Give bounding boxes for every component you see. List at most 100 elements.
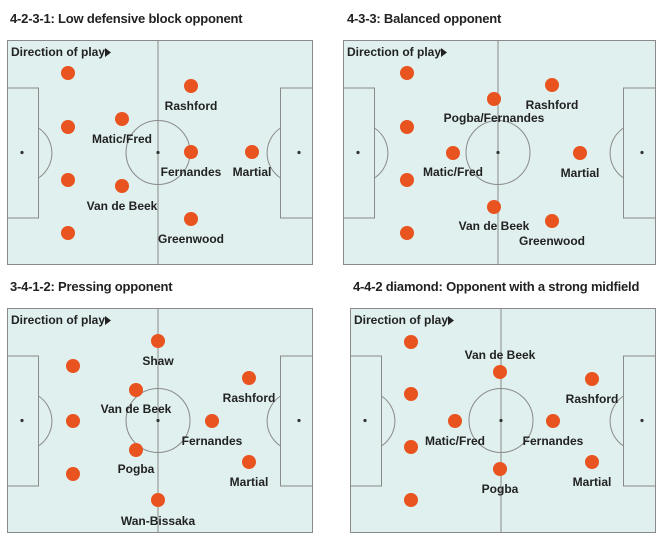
player-name-label: Greenwood bbox=[158, 232, 224, 246]
player-marker bbox=[205, 414, 219, 428]
player-marker bbox=[585, 455, 599, 469]
player-marker bbox=[404, 440, 418, 454]
pitch-background bbox=[7, 40, 313, 265]
panel-title-1: 4-2-3-1: Low defensive block opponent bbox=[10, 11, 243, 26]
player-marker bbox=[400, 173, 414, 187]
player-marker bbox=[400, 66, 414, 80]
player-marker bbox=[66, 467, 80, 481]
player-name-label: Rashford bbox=[526, 98, 579, 112]
penalty-area-left bbox=[7, 355, 39, 487]
player-marker bbox=[115, 112, 129, 126]
player-name-label: Van de Beek bbox=[87, 199, 158, 213]
player-marker bbox=[446, 146, 460, 160]
player-name-label: Fernandes bbox=[523, 434, 584, 448]
penalty-spot-right bbox=[640, 150, 644, 155]
centre-circle bbox=[468, 388, 534, 453]
player-marker bbox=[404, 387, 418, 401]
direction-of-play-label: Direction of play bbox=[347, 45, 441, 59]
player-marker bbox=[61, 226, 75, 240]
direction-arrow-icon bbox=[448, 316, 454, 325]
centre-spot bbox=[156, 418, 160, 423]
player-name-label: Fernandes bbox=[161, 165, 222, 179]
centre-spot bbox=[499, 418, 503, 423]
player-marker bbox=[404, 493, 418, 507]
player-marker bbox=[545, 78, 559, 92]
panel-title-2: 4-3-3: Balanced opponent bbox=[347, 11, 502, 26]
penalty-arc-left bbox=[381, 395, 396, 447]
player-name-label: Matic/Fred bbox=[92, 132, 152, 146]
penalty-area-right bbox=[623, 87, 656, 219]
player-marker bbox=[546, 414, 560, 428]
player-marker bbox=[61, 120, 75, 134]
player-marker bbox=[245, 145, 259, 159]
centre-circle bbox=[465, 120, 531, 185]
player-marker bbox=[404, 335, 418, 349]
player-marker bbox=[61, 66, 75, 80]
penalty-spot-left bbox=[356, 150, 360, 155]
penalty-spot-left bbox=[20, 418, 24, 423]
player-marker bbox=[184, 79, 198, 93]
player-name-label: Shaw bbox=[142, 354, 174, 368]
player-marker bbox=[493, 462, 507, 476]
direction-arrow-icon bbox=[105, 48, 111, 57]
penalty-area-left bbox=[343, 87, 375, 219]
player-marker bbox=[400, 120, 414, 134]
panel-title-4: 4-4-2 diamond: Opponent with a strong mi… bbox=[353, 279, 640, 294]
player-marker bbox=[115, 179, 129, 193]
penalty-spot-right bbox=[640, 418, 644, 423]
penalty-arc-left bbox=[38, 127, 53, 179]
penalty-arc-left bbox=[374, 127, 389, 179]
player-marker bbox=[573, 146, 587, 160]
penalty-area-right bbox=[623, 355, 656, 487]
penalty-spot-left bbox=[20, 150, 24, 155]
player-marker bbox=[184, 145, 198, 159]
penalty-arc-right bbox=[609, 127, 624, 179]
player-name-label: Pogba bbox=[118, 462, 155, 476]
penalty-spot-right bbox=[297, 418, 301, 423]
direction-arrow-icon bbox=[441, 48, 447, 57]
player-marker bbox=[400, 226, 414, 240]
penalty-area-right bbox=[280, 355, 313, 487]
penalty-area-right bbox=[280, 87, 313, 219]
penalty-arc-right bbox=[266, 127, 281, 179]
player-name-label: Martial bbox=[573, 475, 612, 489]
player-marker bbox=[487, 200, 501, 214]
player-marker bbox=[242, 455, 256, 469]
direction-of-play-label: Direction of play bbox=[11, 313, 105, 327]
player-name-label: Matic/Fred bbox=[425, 434, 485, 448]
direction-of-play-label: Direction of play bbox=[11, 45, 105, 59]
player-marker bbox=[585, 372, 599, 386]
player-name-label: Matic/Fred bbox=[423, 165, 483, 179]
player-name-label: Martial bbox=[561, 166, 600, 180]
player-marker bbox=[129, 383, 143, 397]
player-name-label: Van de Beek bbox=[465, 348, 536, 362]
penalty-arc-left bbox=[38, 395, 53, 447]
player-marker bbox=[448, 414, 462, 428]
panel-title-3: 3-4-1-2: Pressing opponent bbox=[10, 279, 173, 294]
penalty-arc-right bbox=[266, 395, 281, 447]
player-marker bbox=[66, 414, 80, 428]
player-name-label: Van de Beek bbox=[101, 402, 172, 416]
player-marker bbox=[151, 493, 165, 507]
player-name-label: Fernandes bbox=[182, 434, 243, 448]
player-marker bbox=[129, 443, 143, 457]
player-name-label: Rashford bbox=[223, 391, 276, 405]
player-marker bbox=[151, 334, 165, 348]
centre-circle bbox=[125, 388, 191, 453]
player-marker bbox=[184, 212, 198, 226]
player-name-label: Van de Beek bbox=[459, 219, 530, 233]
player-marker bbox=[545, 214, 559, 228]
penalty-arc-right bbox=[609, 395, 624, 447]
player-marker bbox=[493, 365, 507, 379]
direction-arrow-icon bbox=[105, 316, 111, 325]
direction-of-play-label: Direction of play bbox=[354, 313, 448, 327]
penalty-spot-right bbox=[297, 150, 301, 155]
pitch-background bbox=[350, 308, 656, 533]
player-name-label: Martial bbox=[233, 165, 272, 179]
centre-spot bbox=[156, 150, 160, 155]
player-marker bbox=[242, 371, 256, 385]
formation-pitch-2: Direction of playPogba/FernandesMatic/Fr… bbox=[343, 40, 656, 265]
